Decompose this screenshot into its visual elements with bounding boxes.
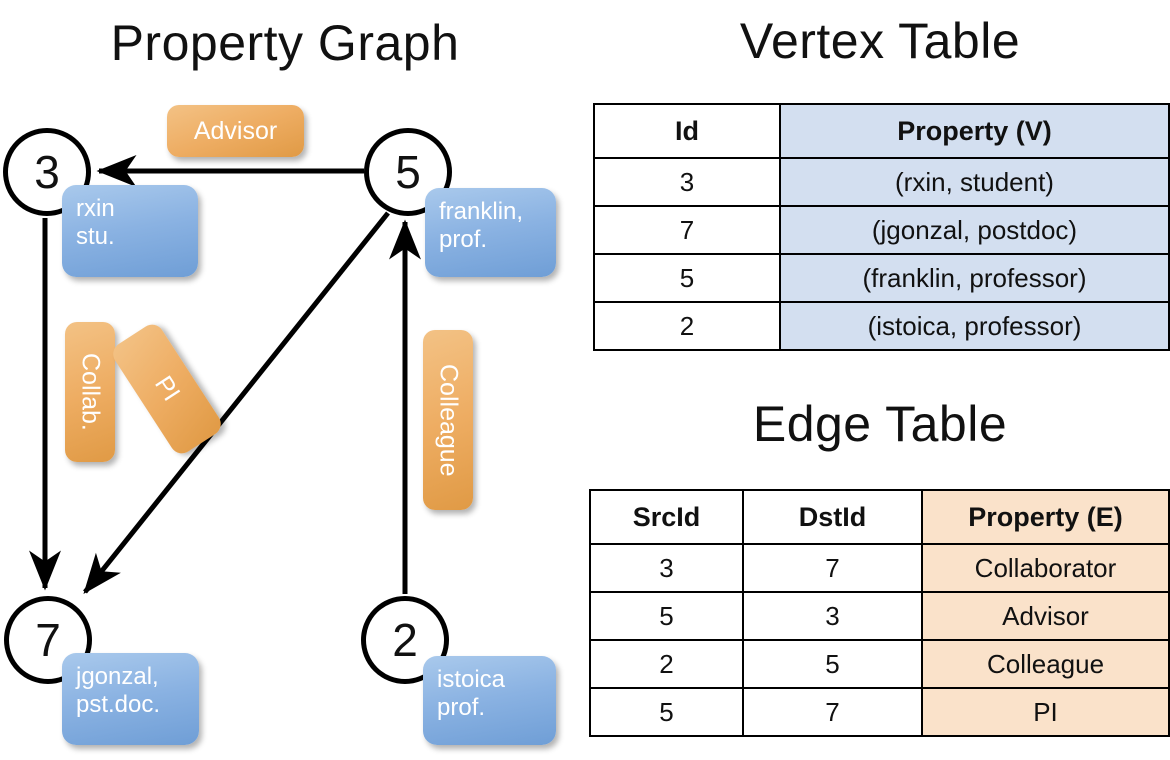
edge-row-1-src: 5 bbox=[589, 591, 744, 641]
property-graph-diagram: 3 5 7 2 rxin stu. franklin, prof. jgonza… bbox=[3, 105, 556, 745]
vertex-table-header-row: Id Property (V) bbox=[593, 103, 1170, 159]
property-box-franklin-line2: prof. bbox=[439, 225, 488, 253]
edge-row-0-dst: 7 bbox=[742, 543, 923, 593]
property-box-istoica-line2: prof. bbox=[437, 693, 486, 721]
table-row[interactable]: 5 3 Advisor bbox=[589, 591, 1170, 641]
table-row[interactable]: 3 (rxin, student) bbox=[593, 157, 1170, 207]
edge-label-advisor: Advisor bbox=[167, 105, 304, 157]
edge-row-1-dst: 3 bbox=[742, 591, 923, 641]
property-box-rxin-line1: rxin bbox=[76, 195, 115, 222]
vertex-table-header-id: Id bbox=[593, 103, 781, 159]
edge-row-1-property: Advisor bbox=[921, 591, 1170, 641]
edge-label-collab-text: Collab. bbox=[76, 353, 105, 431]
graph-node-2[interactable]: 2 bbox=[361, 596, 449, 684]
edge-table-header-row: SrcId DstId Property (E) bbox=[589, 489, 1170, 545]
property-box-jgonzal-line1: jgonzal, bbox=[76, 663, 159, 690]
graph-edge-lines bbox=[29, 155, 421, 594]
table-row[interactable]: 2 5 Colleague bbox=[589, 639, 1170, 689]
vertex-row-0-property: (rxin, student) bbox=[779, 157, 1170, 207]
table-row[interactable]: 5 (franklin, professor) bbox=[593, 253, 1170, 303]
graph-node-7-label: 7 bbox=[35, 614, 61, 666]
property-box-franklin: franklin, prof. bbox=[425, 188, 556, 277]
edge-row-2-dst: 5 bbox=[742, 639, 923, 689]
vertex-row-2-property: (franklin, professor) bbox=[779, 253, 1170, 303]
edge-row-3-dst: 7 bbox=[742, 687, 923, 737]
vertex-row-3-id: 2 bbox=[593, 301, 781, 351]
edge-table-header-dstid: DstId bbox=[742, 489, 923, 545]
property-box-rxin-line2: stu. bbox=[76, 222, 115, 250]
edge-row-3-src: 5 bbox=[589, 687, 744, 737]
edge-row-3-property: PI bbox=[921, 687, 1170, 737]
table-row[interactable]: 5 7 PI bbox=[589, 687, 1170, 737]
page-title-property-graph: Property Graph bbox=[110, 15, 460, 71]
edge-row-0-property: Collaborator bbox=[921, 543, 1170, 593]
graph-node-5[interactable]: 5 bbox=[364, 128, 452, 216]
edge-table-header-property: Property (E) bbox=[921, 489, 1170, 545]
vertex-row-1-id: 7 bbox=[593, 205, 781, 255]
edge-label-colleague-text: Colleague bbox=[434, 363, 463, 477]
table-row[interactable]: 3 7 Collaborator bbox=[589, 543, 1170, 593]
edge-label-advisor-text: Advisor bbox=[193, 116, 278, 145]
vertex-table-header-property: Property (V) bbox=[779, 103, 1170, 159]
edge-label-colleague: Colleague bbox=[423, 330, 473, 510]
edge-row-2-src: 2 bbox=[589, 639, 744, 689]
property-box-jgonzal-line2: pst.doc. bbox=[76, 690, 161, 718]
property-box-franklin-line1: franklin, bbox=[439, 198, 524, 225]
table-row[interactable]: 7 (jgonzal, postdoc) bbox=[593, 205, 1170, 255]
table-row[interactable]: 2 (istoica, professor) bbox=[593, 301, 1170, 351]
edge-label-collab: Collab. bbox=[65, 322, 115, 462]
graph-node-5-label: 5 bbox=[395, 146, 421, 198]
section-title-edge-table: Edge Table bbox=[752, 396, 1008, 452]
graph-node-2-label: 2 bbox=[392, 614, 418, 666]
edge-table: SrcId DstId Property (E) 3 7 Collaborato… bbox=[589, 489, 1170, 737]
edge-row-2-property: Colleague bbox=[921, 639, 1170, 689]
vertex-row-0-id: 3 bbox=[593, 157, 781, 207]
section-title-vertex-table: Vertex Table bbox=[739, 13, 1021, 69]
graph-node-3-label: 3 bbox=[34, 146, 60, 198]
vertex-row-1-property: (jgonzal, postdoc) bbox=[779, 205, 1170, 255]
property-box-istoica: istoica prof. bbox=[423, 656, 556, 745]
vertex-row-2-id: 5 bbox=[593, 253, 781, 303]
vertex-table: Id Property (V) 3 (rxin, student) 7 (jgo… bbox=[593, 103, 1170, 351]
property-box-istoica-line1: istoica bbox=[437, 666, 506, 693]
vertex-row-3-property: (istoica, professor) bbox=[779, 301, 1170, 351]
edge-line-pi bbox=[83, 211, 390, 594]
edge-table-header-srcid: SrcId bbox=[589, 489, 744, 545]
edge-row-0-src: 3 bbox=[589, 543, 744, 593]
property-box-rxin: rxin stu. bbox=[62, 185, 198, 277]
edge-label-pi-text: PI bbox=[149, 371, 186, 407]
property-box-jgonzal: jgonzal, pst.doc. bbox=[62, 653, 199, 745]
